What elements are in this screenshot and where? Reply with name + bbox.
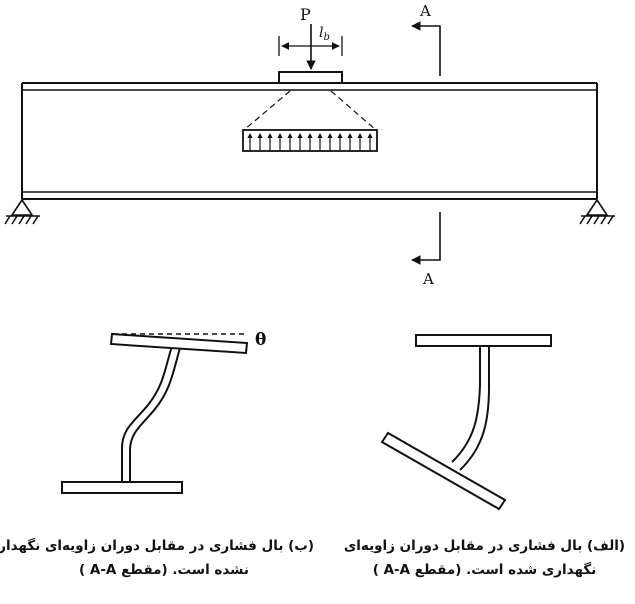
load-label: P (300, 5, 311, 24)
stress-spread-lines (243, 90, 377, 131)
stress-arrow (337, 133, 343, 150)
caption-unrestrained-line2: نشده است. (مقطع A-A ) (79, 562, 249, 578)
stress-arrow (257, 133, 263, 150)
stress-arrow (297, 133, 303, 150)
caption-unrestrained: (ب) بال فشاری در مقابل دوران زاویه‌ای نگ… (0, 534, 314, 582)
web-left-edge (121, 345, 173, 482)
stress-arrow (247, 133, 253, 150)
section-cut-marker (411, 21, 441, 265)
section-restrained (380, 334, 552, 511)
stress-arrow (367, 133, 373, 150)
bottom-flange (61, 481, 183, 494)
stress-arrow (317, 133, 323, 150)
stress-arrow (277, 133, 283, 150)
caption-unrestrained-line1: (ب) بال فشاری در مقابل دوران زاویه‌ای نگ… (0, 538, 314, 554)
stress-arrow (267, 133, 273, 150)
section-unrestrained (61, 332, 249, 494)
stress-arrow (307, 133, 313, 150)
section-label-top: A (419, 2, 431, 20)
web-right-edge (459, 346, 490, 471)
web-left-edge (451, 346, 481, 463)
caption-restrained: (الف) بال فشاری در مقابل دوران زاویه‌ای … (342, 534, 627, 582)
angle-label: θ (255, 330, 266, 350)
lb-dimension (278, 36, 343, 56)
section-label-bottom: A (422, 270, 434, 288)
support-right (579, 198, 615, 225)
top-flange (415, 334, 552, 347)
caption-restrained-line1: (الف) بال فشاری در مقابل دوران زاویه‌ای (343, 538, 626, 554)
lb-label: lb (319, 25, 330, 43)
web-right-edge (129, 347, 181, 482)
rotated-bottom-flange (380, 431, 507, 511)
support-left (4, 198, 40, 225)
stress-arrow (327, 133, 333, 150)
stress-arrow (287, 133, 293, 150)
stress-arrow (347, 133, 353, 150)
bearing-stress-arrows (247, 133, 373, 150)
beam-elevation (21, 82, 598, 200)
rotated-top-flange (109, 332, 249, 355)
caption-restrained-line2: نگهداری شده است. (مقطع A-A ) (372, 562, 597, 578)
bearing-plate (278, 71, 343, 84)
stress-arrow (357, 133, 363, 150)
